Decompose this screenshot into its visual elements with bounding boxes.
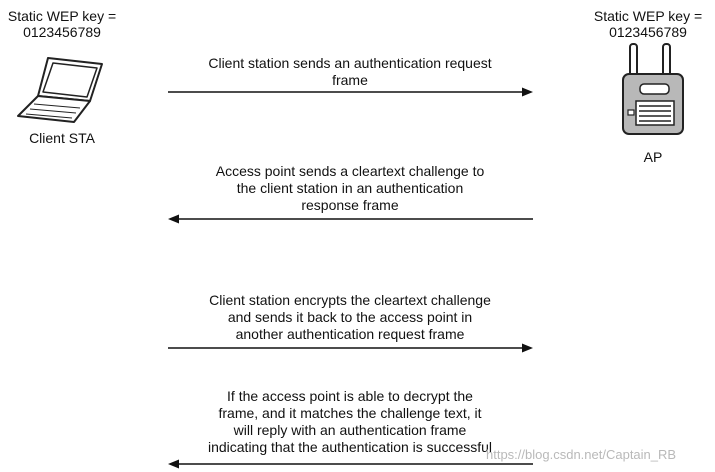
arrow-1-right <box>168 87 533 97</box>
message-4-line-2: frame, and it matches the challenge text… <box>218 405 482 421</box>
ap-key-value: 0123456789 <box>609 24 687 40</box>
message-3: Client station encrypts the cleartext ch… <box>170 292 530 343</box>
client-key-line1: Static WEP key = <box>7 8 117 24</box>
client-sta-label: Client STA <box>29 130 95 146</box>
arrow-4-left <box>168 459 533 469</box>
watermark: https://blog.csdn.net/Captain_RB <box>486 447 677 462</box>
message-2-line-3: response frame <box>301 197 399 213</box>
ap-key-label: Static WEP key = 0123456789 <box>586 8 710 40</box>
message-3-line-2: and sends it back to the access point in <box>227 309 473 325</box>
message-4-line-3: will reply with an authentication frame <box>233 422 467 438</box>
arrow-3-right <box>168 343 533 353</box>
arrow-2-left <box>168 214 533 224</box>
message-2-line-1: Access point sends a cleartext challenge… <box>215 163 485 179</box>
ap-key-line1: Static WEP key = <box>593 8 703 24</box>
message-3-line-1: Client station encrypts the cleartext ch… <box>209 292 491 308</box>
message-1-line-2: frame <box>332 72 368 88</box>
access-point-icon <box>622 43 684 135</box>
message-4: If the access point is able to decrypt t… <box>170 388 530 456</box>
ap-label: AP <box>643 149 663 165</box>
message-2-line-2: the client station in an authentication <box>236 180 464 196</box>
client-key-label: Static WEP key = 0123456789 <box>4 8 120 40</box>
message-1: Client station sends an authentication r… <box>170 55 530 89</box>
message-1-line-1: Client station sends an authentication r… <box>208 55 492 71</box>
message-3-line-3: another authentication request frame <box>235 326 465 342</box>
message-2: Access point sends a cleartext challenge… <box>170 163 530 214</box>
client-key-value: 0123456789 <box>23 24 101 40</box>
message-4-line-4: indicating that the authentication is su… <box>207 439 493 455</box>
message-4-line-1: If the access point is able to decrypt t… <box>227 388 473 404</box>
laptop-icon <box>17 57 103 123</box>
